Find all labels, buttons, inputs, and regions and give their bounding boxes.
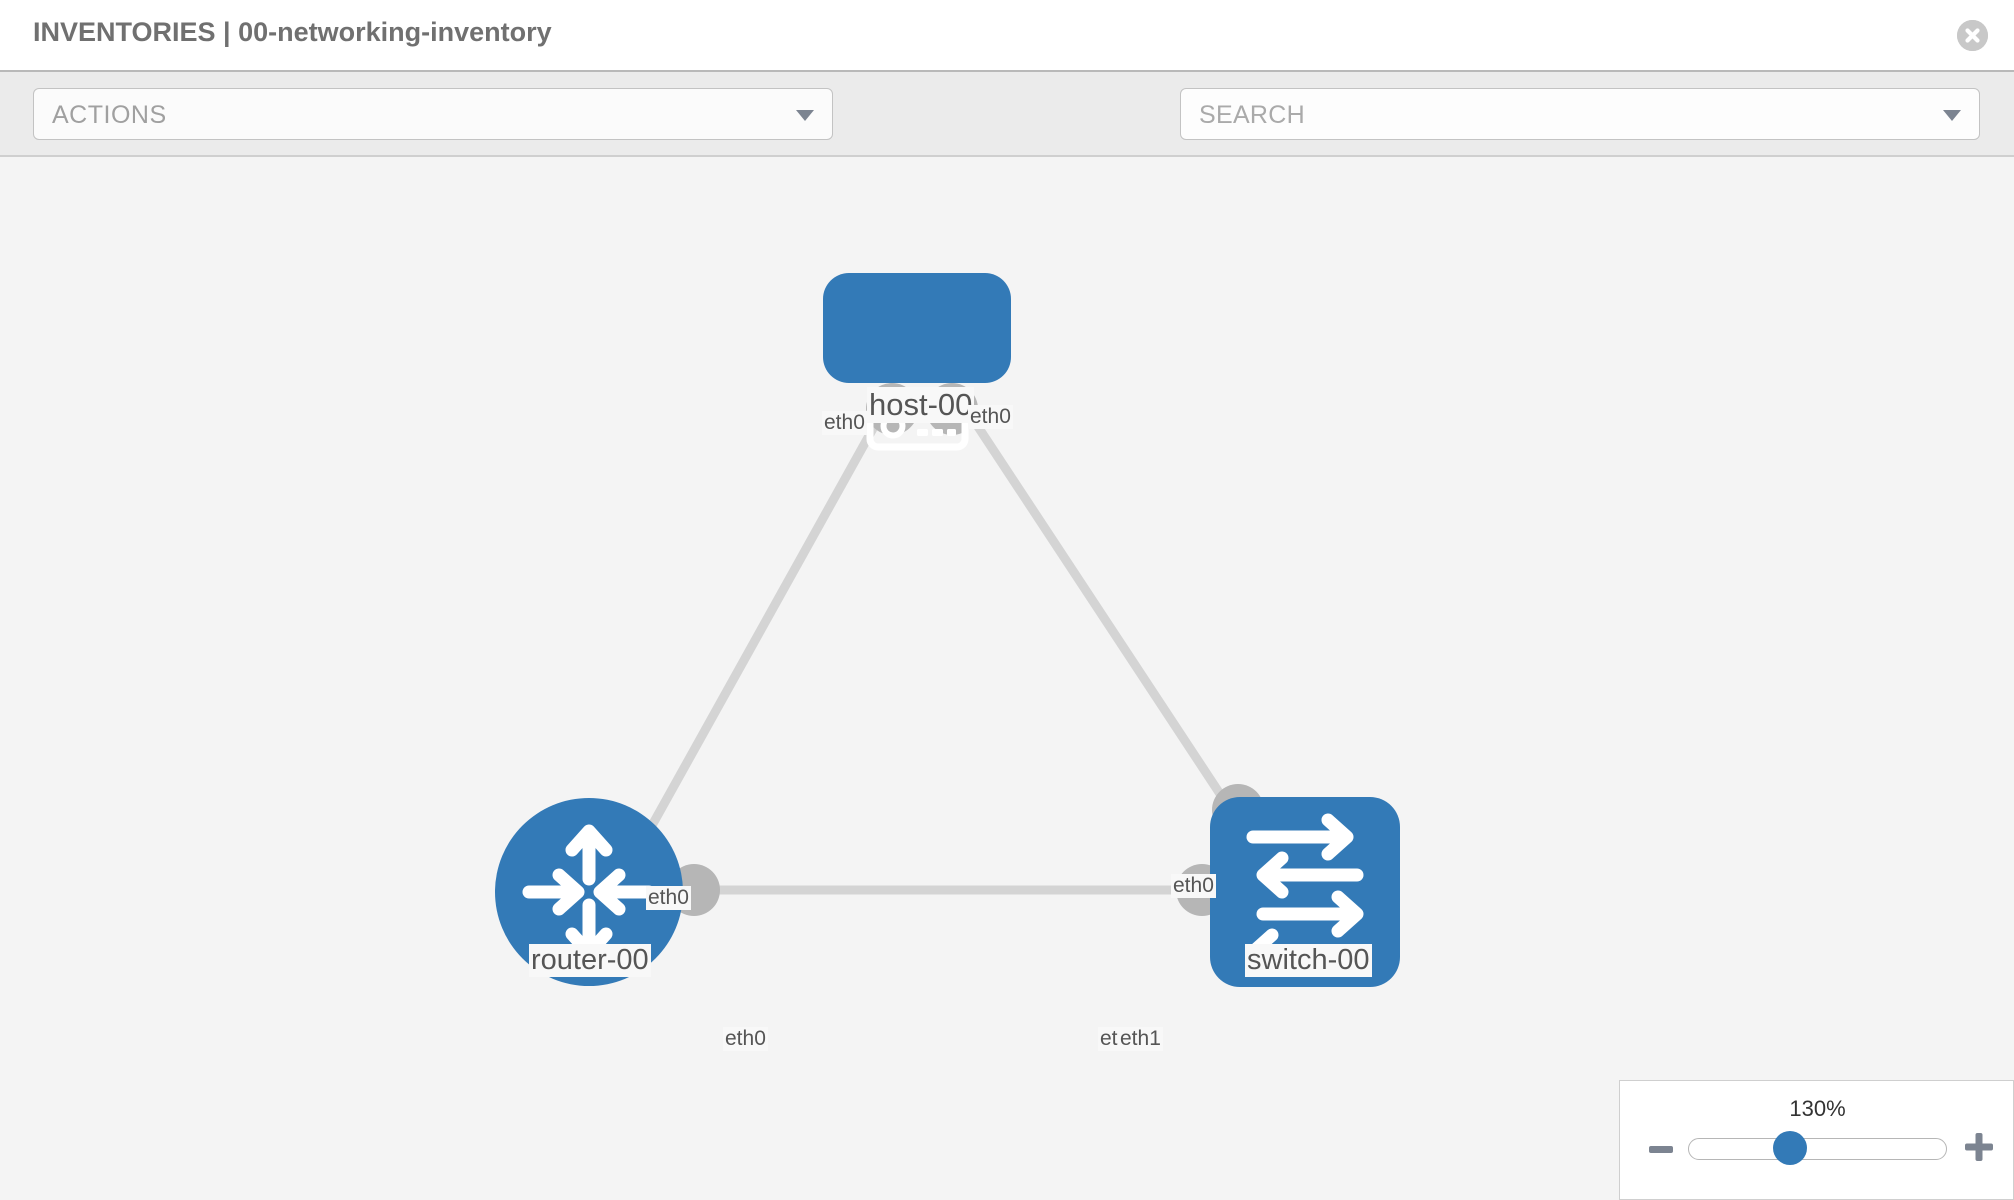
topology-graph — [495, 273, 1400, 987]
node-label-switch-00: switch-00 — [1245, 944, 1372, 977]
zoom-slider-thumb[interactable] — [1773, 1131, 1807, 1165]
topology-canvas[interactable]: host-00 router-00 switch-00 eth0 eth0 et… — [0, 157, 2014, 1200]
zoom-slider-track[interactable] — [1688, 1138, 1947, 1160]
zoom-level-label: 130% — [1789, 1096, 1846, 1121]
node-label-router-00: router-00 — [529, 944, 651, 977]
chevron-down-icon — [796, 110, 814, 121]
iface-label-host00-left: eth0 — [822, 411, 867, 435]
page-title: INVENTORIES | 00-networking-inventory — [33, 17, 552, 47]
topology-sockets — [668, 383, 1264, 916]
node-label-host-00: host-00 — [867, 387, 975, 423]
node-router-00[interactable] — [495, 798, 683, 986]
zoom-out-button[interactable] — [1648, 1137, 1674, 1163]
close-icon[interactable] — [1957, 20, 1988, 51]
search-input[interactable]: SEARCH — [1180, 88, 1980, 140]
node-host-00-shape[interactable] — [823, 273, 1011, 383]
iface-label-switch00-eth1: eth1 — [1118, 1027, 1163, 1051]
iface-label-switch00-uplink: eth0 — [1171, 874, 1216, 898]
actions-dropdown-label: ACTIONS — [52, 101, 167, 129]
zoom-in-button[interactable] — [1963, 1131, 1995, 1163]
chevron-down-icon[interactable] — [1943, 110, 1961, 121]
iface-label-host00-right: eth0 — [968, 405, 1013, 429]
edge-host00-switch00[interactable] — [961, 404, 1259, 850]
actions-dropdown[interactable]: ACTIONS — [33, 88, 833, 140]
edge-host00-router00[interactable] — [636, 404, 889, 850]
router-icon — [522, 824, 656, 960]
toolbar: ACTIONS SEARCH — [0, 70, 2014, 202]
zoom-control-panel: 130% — [1619, 1080, 2014, 1200]
iface-label-router00-uplink: eth0 — [646, 886, 691, 910]
page-header: INVENTORIES | 00-networking-inventory — [0, 0, 2014, 70]
search-placeholder: SEARCH — [1199, 101, 1305, 129]
iface-label-router00-eth0: eth0 — [723, 1027, 768, 1051]
topology-edges — [636, 404, 1259, 895]
node-router-00-shape[interactable] — [495, 798, 683, 986]
